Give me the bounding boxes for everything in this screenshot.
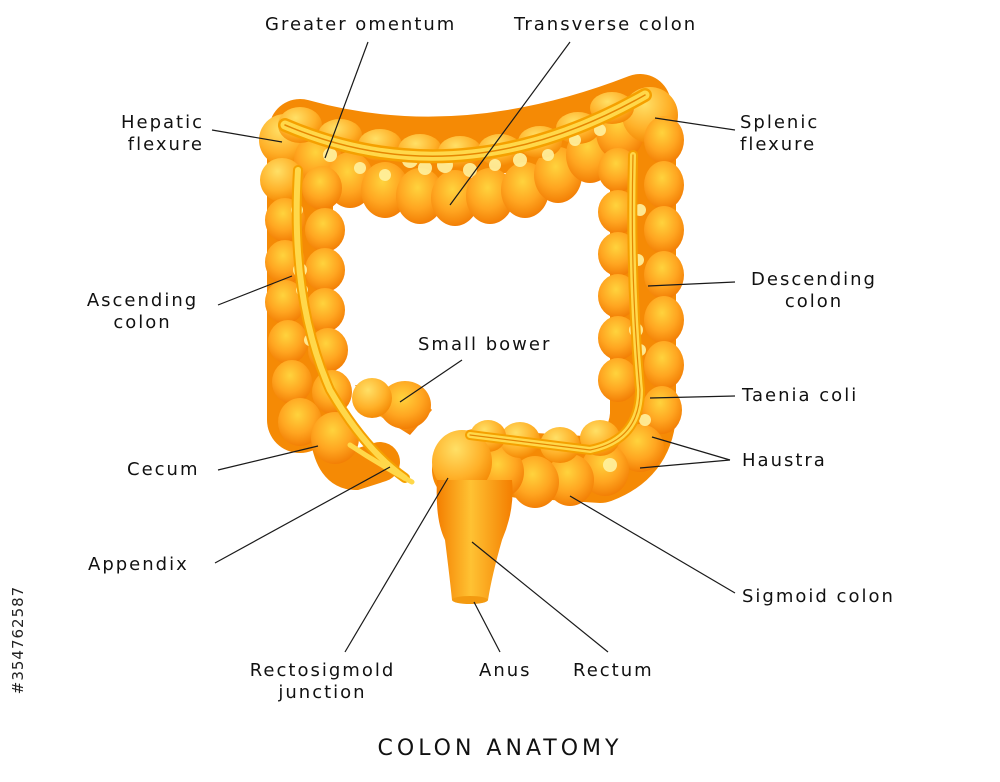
label-rectosigmoid-junction-line1: Rectosigmold bbox=[249, 660, 396, 681]
label-rectosigmoid-junction: Rectosigmold junction bbox=[230, 660, 415, 704]
label-rectum: Rectum bbox=[573, 660, 654, 681]
ascending-colon-segments bbox=[260, 158, 359, 464]
taenia-coli-bands bbox=[278, 88, 652, 483]
label-greater-omentum: Greater omentum bbox=[265, 14, 457, 35]
rectum-shape bbox=[432, 430, 513, 604]
label-ascending-colon: Ascending colon bbox=[70, 290, 215, 334]
label-transverse-colon: Transverse colon bbox=[514, 14, 698, 35]
label-splenic-flexure: Splenic flexure bbox=[740, 112, 819, 156]
diagram-title: COLON ANATOMY bbox=[377, 736, 623, 761]
label-appendix: Appendix bbox=[88, 554, 189, 575]
label-hepatic-flexure-line1: Hepatic bbox=[120, 112, 204, 133]
label-hepatic-flexure: Hepatic flexure bbox=[92, 112, 204, 156]
label-descending-colon-line1: Descending bbox=[751, 269, 877, 290]
stock-id: #354762587 bbox=[6, 540, 30, 740]
label-splenic-flexure-line1: Splenic bbox=[740, 112, 820, 133]
label-descending-colon-line2: colon bbox=[784, 291, 844, 312]
label-descending-colon: Descending colon bbox=[738, 269, 890, 313]
label-splenic-flexure-line2: flexure bbox=[740, 134, 817, 155]
appendix-shape bbox=[347, 442, 415, 485]
label-cecum: Cecum bbox=[127, 459, 200, 480]
label-anus: Anus bbox=[479, 660, 532, 681]
label-rectosigmoid-junction-line2: junction bbox=[278, 682, 367, 703]
label-haustra: Haustra bbox=[742, 450, 827, 471]
label-sigmoid-colon: Sigmoid colon bbox=[742, 586, 895, 607]
label-ascending-colon-line1: Ascending bbox=[86, 290, 199, 311]
label-taenia-coli: Taenia coli bbox=[742, 385, 859, 406]
leader-lines bbox=[211, 41, 736, 653]
label-hepatic-flexure-line2: flexure bbox=[127, 134, 204, 155]
label-small-bower: Small bower bbox=[418, 334, 552, 355]
stock-id-text: #354762587 bbox=[9, 585, 27, 695]
small-bowel bbox=[352, 378, 432, 435]
label-ascending-colon-line2: colon bbox=[113, 312, 172, 333]
